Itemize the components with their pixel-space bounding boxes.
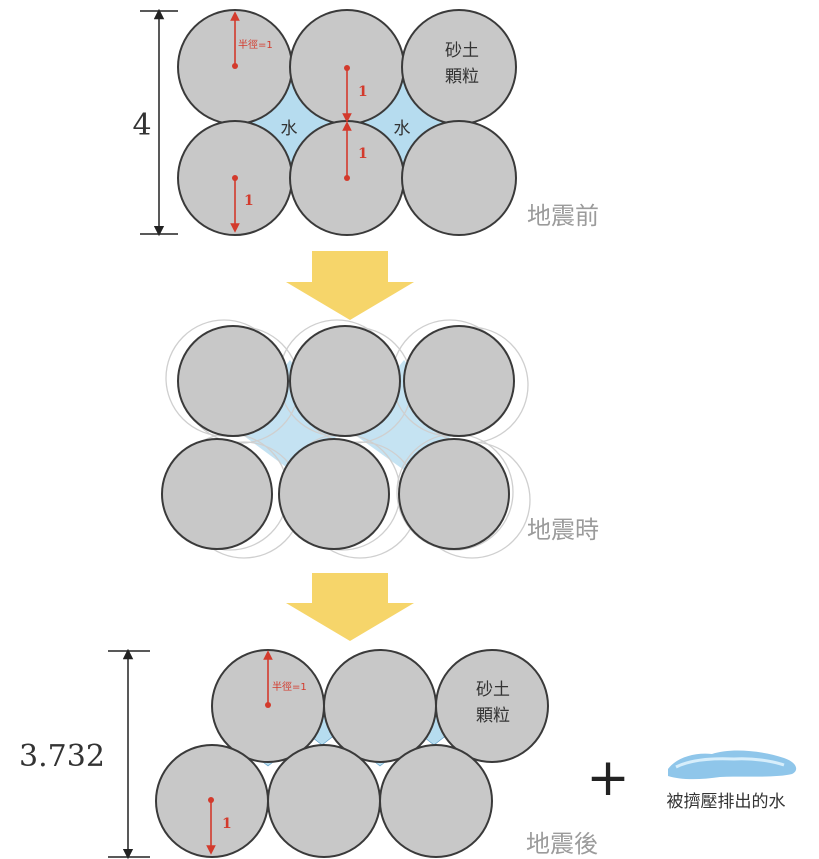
grain (278, 438, 390, 550)
grain (379, 744, 493, 858)
stage-after: 砂土 顆粒 半徑=1 1 3.732 地震後 + 被擠壓排出的水 (2, 648, 797, 859)
stage-during: 地震時 (161, 319, 599, 559)
plus-sign: + (586, 748, 630, 808)
center-dot (208, 797, 214, 803)
grain (401, 120, 517, 236)
grain (177, 325, 289, 437)
stage-label-after: 地震後 (526, 830, 598, 858)
unit-label-c: 1 (244, 193, 254, 209)
center-dot (344, 65, 350, 71)
grain-label-line2: 顆粒 (445, 67, 479, 87)
height-dimension-after: 3.732 (2, 648, 150, 859)
center-dot (232, 175, 238, 181)
stage-label-before: 地震前 (527, 202, 599, 230)
grain (289, 325, 401, 437)
unit-label-a: 1 (358, 84, 368, 100)
radius-label: 半徑=1 (272, 680, 307, 693)
radius-label: 半徑=1 (238, 38, 273, 51)
radius-markers-before: 半徑=1 1 1 1 (230, 11, 368, 233)
height-label-before: 4 (132, 108, 151, 143)
grain (323, 649, 437, 763)
grain (435, 649, 549, 763)
grain (398, 438, 510, 550)
squeezed-water-label: 被擠壓排出的水 (667, 792, 786, 812)
height-label-after: 3.732 (19, 739, 105, 774)
grain (161, 438, 273, 550)
grain-label-line2: 顆粒 (476, 706, 510, 726)
radius-markers-after: 半徑=1 1 (206, 650, 307, 855)
unit-label: 1 (222, 816, 232, 832)
unit-label-b: 1 (358, 146, 368, 162)
water-label-left: 水 (281, 119, 298, 139)
stage-label-during: 地震時 (527, 516, 599, 544)
label-backdrop (2, 736, 124, 776)
water-label-right: 水 (394, 119, 411, 139)
stage-before: 水 水 砂土 顆粒 半徑=1 1 1 1 4 地震前 (132, 8, 599, 237)
down-arrow-1 (286, 251, 414, 320)
grains-during (161, 325, 515, 550)
grains-after (155, 649, 549, 858)
grain (403, 325, 515, 437)
grain-label-line1: 砂土 (445, 41, 479, 61)
grain (267, 744, 381, 858)
down-arrow-2 (286, 573, 414, 641)
center-dot (232, 63, 238, 69)
height-dimension-before: 4 (132, 8, 178, 237)
grain-label-line1: 砂土 (476, 680, 510, 700)
center-dot (265, 702, 271, 708)
water-highlight (675, 757, 785, 769)
water-splash-icon (668, 750, 797, 780)
center-dot (344, 175, 350, 181)
